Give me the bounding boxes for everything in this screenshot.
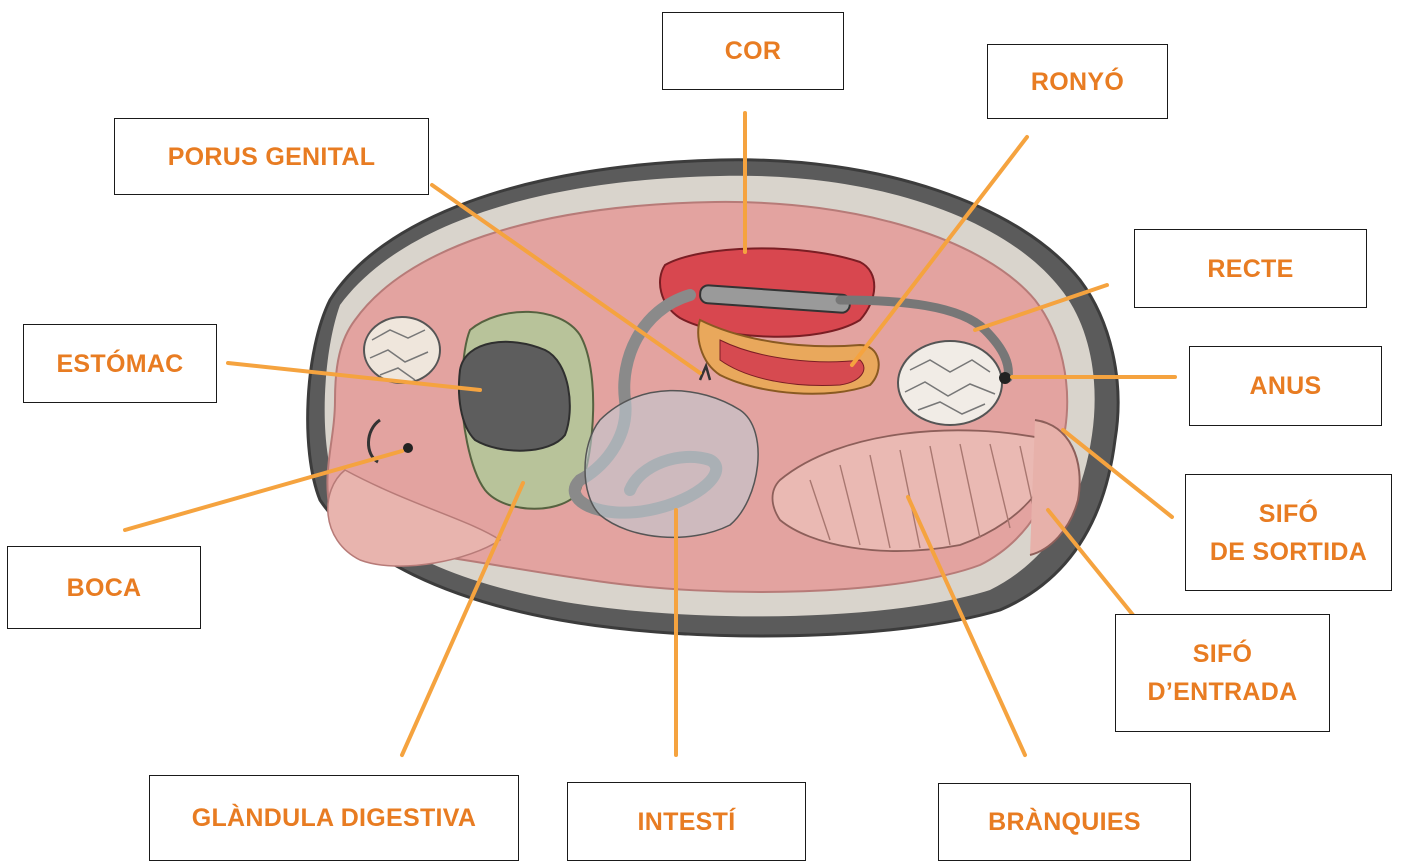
label-cor-text: COR (725, 32, 781, 70)
label-sifo-sortida-line2: DE SORTIDA (1210, 533, 1367, 571)
label-anus-text: ANUS (1249, 367, 1321, 405)
label-branquies: BRÀNQUIES (938, 783, 1191, 861)
label-porus-genital: PORUS GENITAL (114, 118, 429, 195)
label-sifo-entrada: SIFÓ D’ENTRADA (1115, 614, 1330, 732)
label-boca-text: BOCA (67, 569, 142, 607)
anterior-adductor (364, 317, 440, 383)
label-recte: RECTE (1134, 229, 1367, 308)
label-intesti: INTESTÍ (567, 782, 806, 861)
label-anus: ANUS (1189, 346, 1382, 426)
label-recte-text: RECTE (1207, 250, 1293, 288)
label-porus-genital-text: PORUS GENITAL (168, 138, 376, 176)
intestine-loop-area (585, 391, 758, 538)
label-glandula-digestiva: GLÀNDULA DIGESTIVA (149, 775, 519, 861)
label-ronyo: RONYÓ (987, 44, 1168, 119)
label-sifo-entrada-line2: D’ENTRADA (1148, 673, 1298, 711)
label-boca: BOCA (7, 546, 201, 629)
label-cor: COR (662, 12, 844, 90)
label-intesti-text: INTESTÍ (638, 803, 736, 841)
anus-opening (999, 372, 1011, 384)
label-sifo-entrada-line1: SIFÓ (1193, 635, 1253, 673)
label-glandula-digestiva-text: GLÀNDULA DIGESTIVA (192, 799, 477, 837)
label-branquies-text: BRÀNQUIES (988, 803, 1141, 841)
label-sifo-sortida-line1: SIFÓ (1259, 495, 1319, 533)
label-sifo-sortida: SIFÓ DE SORTIDA (1185, 474, 1392, 591)
label-estomac-text: ESTÓMAC (56, 345, 183, 383)
posterior-adductor (898, 341, 1002, 425)
mouth-opening (403, 443, 413, 453)
label-estomac: ESTÓMAC (23, 324, 217, 403)
label-ronyo-text: RONYÓ (1031, 63, 1124, 101)
stomach (459, 342, 570, 451)
